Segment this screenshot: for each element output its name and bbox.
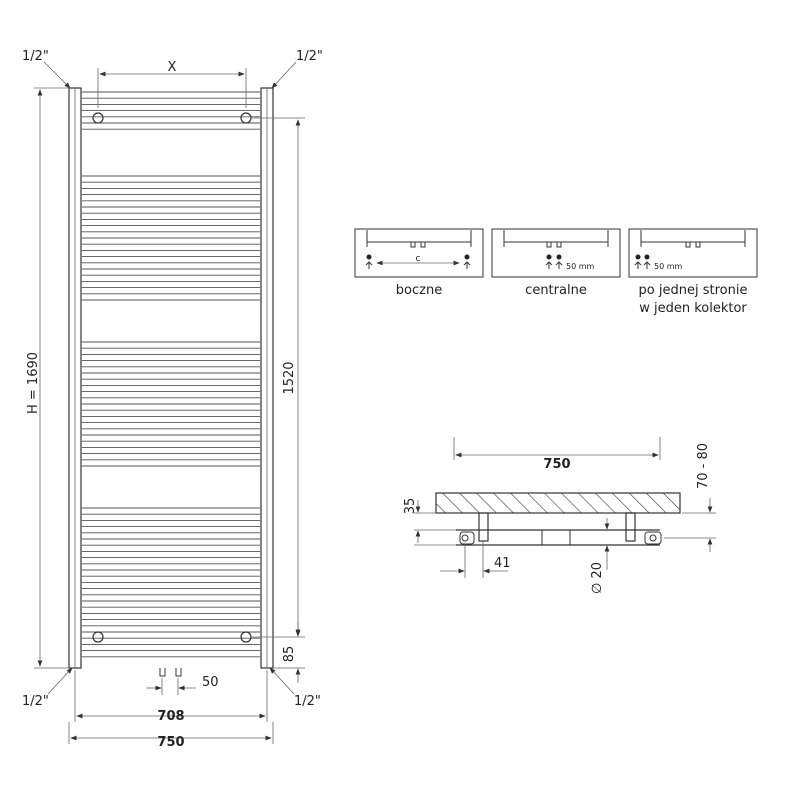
centralne-label: centralne (525, 283, 587, 298)
po-jednej-label-line1: po jednej stronie (639, 283, 748, 298)
thread-bottom-left: 1/2" (22, 694, 49, 709)
side-dim-20-label: ∅ 20 (590, 562, 605, 594)
connection-po-jednej-stronie: 50 mm po jednej stronie w jeden kolektor (628, 228, 758, 316)
side-dim-750-label: 750 (543, 457, 570, 472)
dim-x-label: X (168, 60, 177, 75)
dim-750-label: 750 (157, 735, 184, 750)
radiator-rungs (82, 91, 260, 658)
connection-centralne: 50 mm centralne (491, 228, 621, 298)
wall-hatched (435, 492, 681, 514)
connection-boczne: c boczne (354, 228, 484, 298)
thread-top-right: 1/2" (296, 49, 323, 64)
side-dim-35-label: 35 (403, 498, 418, 515)
po-jednej-label-line2: w jeden kolektor (639, 301, 747, 316)
dim-50-label: 50 (202, 675, 219, 690)
dim-708-label: 708 (157, 709, 184, 724)
connection-top-right (240, 112, 252, 124)
bottom-center-connectors (159, 668, 182, 677)
connection-top-left (92, 112, 104, 124)
boczne-inner-label: c (416, 254, 421, 264)
front-view: X H = 1690 1520 85 1/2" 1/2" 1/2" 1/2" 5… (22, 49, 323, 750)
dim-1520-label: 1520 (282, 361, 297, 394)
connection-bottom-right (240, 631, 252, 643)
thread-top-left: 1/2" (22, 49, 49, 64)
dim-85-label: 85 (282, 646, 297, 663)
connection-bottom-left (92, 631, 104, 643)
thread-bottom-right: 1/2" (294, 694, 321, 709)
side-view: 750 35 70 - 80 41 (403, 437, 716, 594)
centralne-inner-label: 50 mm (566, 262, 595, 271)
side-dim-41-label: 41 (494, 556, 511, 571)
boczne-label: boczne (396, 283, 442, 298)
side-dim-70-80-label: 70 - 80 (696, 443, 711, 489)
dim-height-label: H = 1690 (26, 352, 41, 414)
po-jednej-inner-label: 50 mm (654, 262, 683, 271)
